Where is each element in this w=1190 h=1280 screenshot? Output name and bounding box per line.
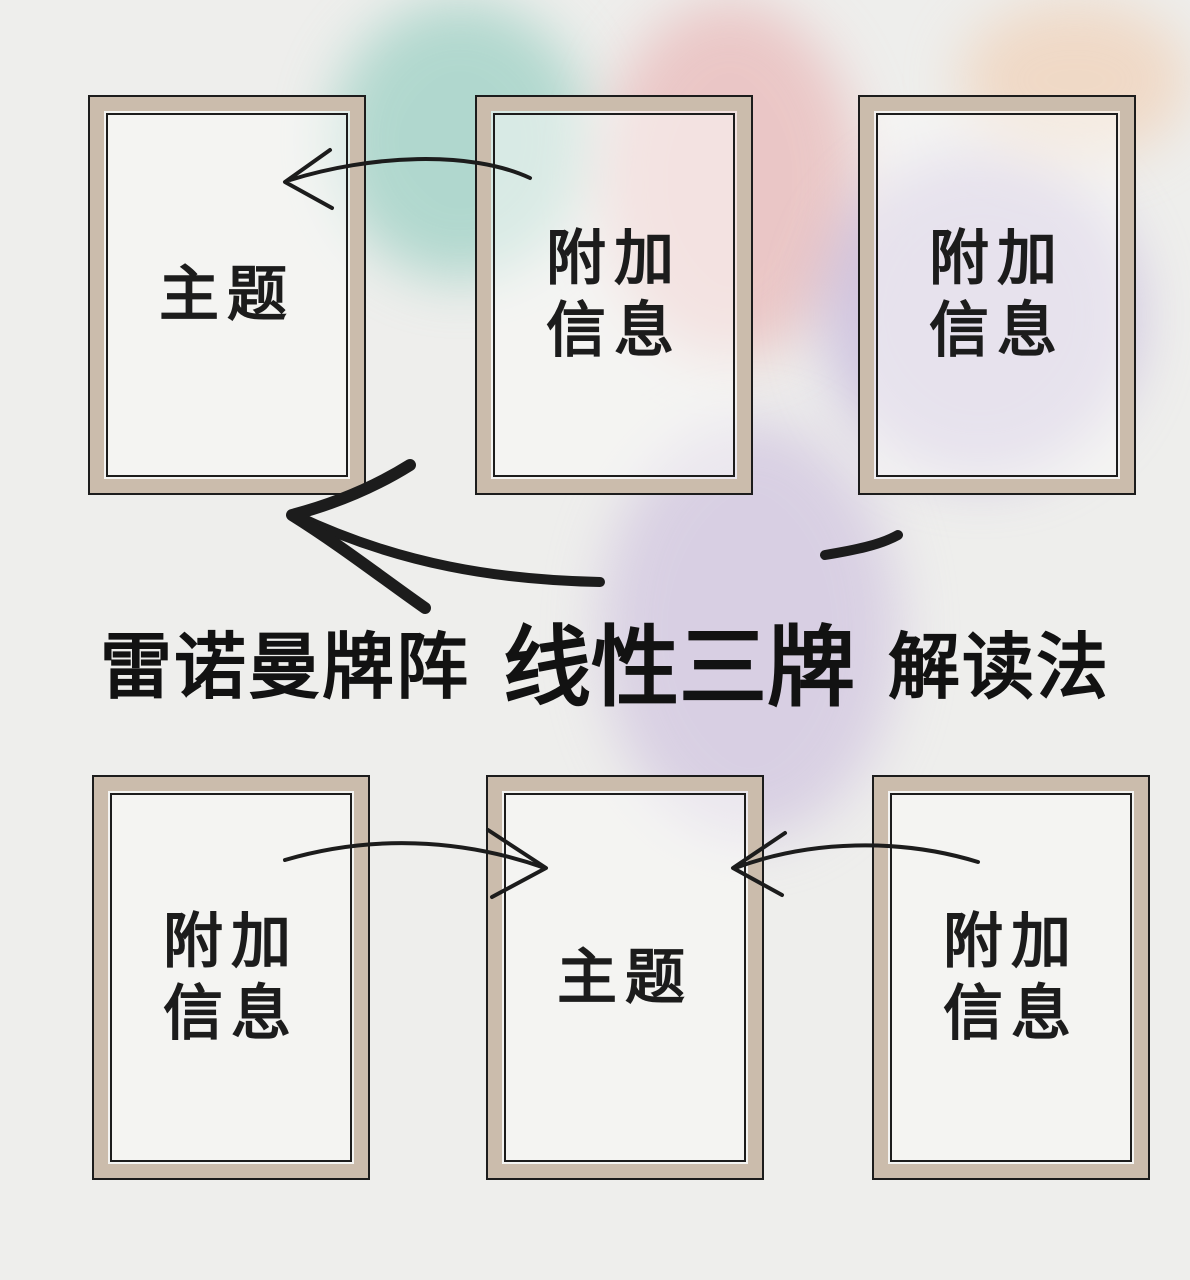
arrow-right-icon bbox=[283, 828, 548, 899]
title-part-3: 解读法 bbox=[887, 624, 1110, 709]
card-label: 主题 bbox=[159, 260, 295, 330]
card-label-line1: 附加 bbox=[163, 906, 299, 977]
brush-stroke-icon bbox=[820, 530, 903, 560]
title-part-2: 线性三牌 bbox=[502, 615, 855, 719]
card-label-line1: 附加 bbox=[546, 224, 682, 294]
card-bottom-middle: 主题 bbox=[486, 775, 764, 1180]
card-top-right: 附加 信息 bbox=[858, 95, 1136, 495]
page-title: 雷诺曼牌阵 线性三牌 解读法 bbox=[100, 605, 1110, 719]
card-label-line1: 附加 bbox=[943, 906, 1079, 977]
card-label: 附加 信息 bbox=[491, 223, 737, 367]
card-label-line2: 信息 bbox=[929, 296, 1065, 366]
card-top-left: 主题 bbox=[88, 95, 366, 495]
card-label-line1: 附加 bbox=[929, 224, 1065, 294]
card-bottom-right: 附加 信息 bbox=[872, 775, 1150, 1180]
title-part-1: 雷诺曼牌阵 bbox=[100, 624, 471, 709]
card-label: 附加 信息 bbox=[888, 906, 1134, 1050]
card-label: 附加 信息 bbox=[874, 223, 1120, 367]
card-label-line2: 信息 bbox=[943, 978, 1079, 1049]
brush-arrow-icon bbox=[286, 459, 605, 614]
arrow-left-icon bbox=[283, 148, 532, 210]
card-label: 主题 bbox=[557, 942, 693, 1013]
card-label: 附加 信息 bbox=[108, 906, 354, 1050]
card-label-line2: 信息 bbox=[163, 978, 299, 1049]
card-bottom-left: 附加 信息 bbox=[92, 775, 370, 1180]
arrow-left-icon bbox=[731, 831, 980, 897]
card-label-line2: 信息 bbox=[546, 296, 682, 366]
card-top-middle: 附加 信息 bbox=[475, 95, 753, 495]
